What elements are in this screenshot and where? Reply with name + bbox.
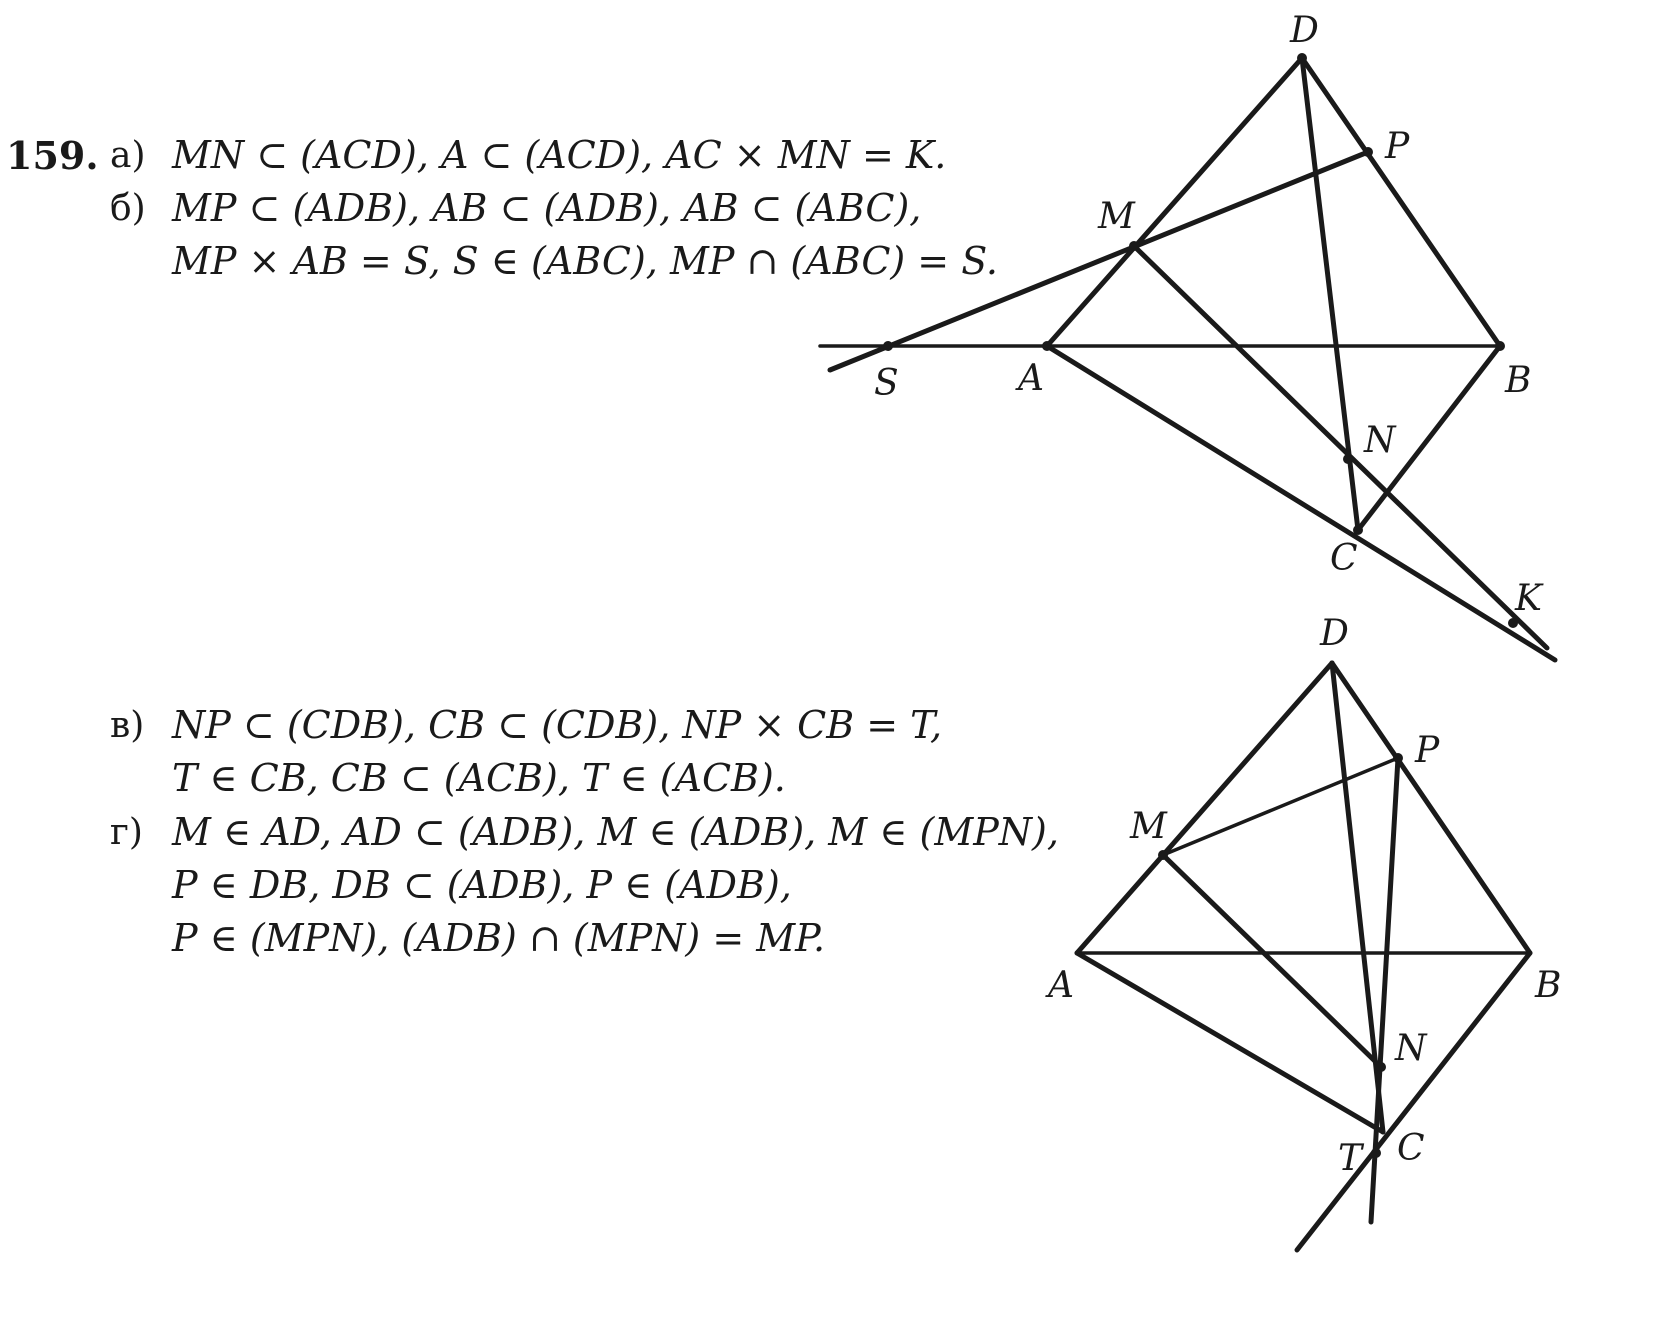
point-A bbox=[1042, 341, 1052, 351]
label-M-2: M bbox=[1129, 806, 1168, 847]
edge-DA-2 bbox=[1074, 660, 1335, 956]
part-g-line-2: P ∈ DB, DB ⊂ (ADB), P ∈ (ADB), bbox=[172, 863, 792, 907]
point-K bbox=[1508, 618, 1518, 628]
part-a-line-1: MN ⊂ (ACD), A ⊂ (ACD), AC × MN = K. bbox=[172, 133, 947, 177]
point-N bbox=[1343, 454, 1353, 464]
point-D bbox=[1297, 53, 1307, 63]
point-S bbox=[883, 341, 893, 351]
label-A: A bbox=[1015, 358, 1044, 399]
line-SP bbox=[827, 149, 1371, 373]
part-g-marker: г) bbox=[110, 812, 143, 853]
edge-DB-2 bbox=[1329, 660, 1533, 956]
label-K: K bbox=[1514, 578, 1544, 619]
label-D-2: D bbox=[1319, 613, 1349, 654]
line-MK bbox=[1131, 243, 1550, 651]
label-A-2: A bbox=[1045, 965, 1074, 1006]
part-g-line-3: P ∈ (MPN), (ADB) ∩ (MPN) = MP. bbox=[172, 916, 826, 960]
edge-AC-2 bbox=[1074, 950, 1386, 1135]
label-C: C bbox=[1330, 538, 1358, 579]
part-b-line-1: MP ⊂ (ADB), AB ⊂ (ADB), AB ⊂ (ABC), bbox=[172, 186, 922, 230]
part-v-line-2: T ∈ CB, CB ⊂ (ACB), T ∈ (ACB). bbox=[172, 756, 786, 800]
point-N-2 bbox=[1376, 1062, 1386, 1072]
point-M bbox=[1129, 241, 1139, 251]
point-T-2 bbox=[1371, 1148, 1381, 1158]
label-P-2: P bbox=[1414, 730, 1440, 771]
part-g-line-1: M ∈ AD, AD ⊂ (ADB), M ∈ (ADB), M ∈ (MPN)… bbox=[172, 810, 1059, 854]
line-BT-2 bbox=[1294, 950, 1533, 1253]
figure-1: D P M S A B N C K bbox=[818, 10, 1558, 663]
label-D: D bbox=[1289, 10, 1319, 51]
part-a-marker: а) bbox=[110, 135, 146, 176]
point-M-2 bbox=[1158, 850, 1168, 860]
edge-DB bbox=[1299, 55, 1503, 349]
part-v-marker: в) bbox=[110, 705, 145, 746]
line-AK bbox=[1044, 343, 1558, 663]
label-S: S bbox=[874, 363, 899, 404]
line-PT-2 bbox=[1368, 755, 1401, 1225]
line-MN-2 bbox=[1160, 852, 1384, 1070]
part-b-line-2: MP × AB = S, S ∈ (ABC), MP ∩ (ABC) = S. bbox=[172, 239, 998, 283]
edge-BC bbox=[1355, 343, 1503, 533]
label-T-2: T bbox=[1338, 1138, 1365, 1179]
part-v-line-1: NP ⊂ (CDB), CB ⊂ (CDB), NP × CB = T, bbox=[172, 703, 943, 747]
edge-DC bbox=[1299, 55, 1361, 533]
label-B-2: B bbox=[1534, 965, 1561, 1006]
label-P: P bbox=[1384, 126, 1410, 167]
label-N: N bbox=[1363, 420, 1397, 461]
edge-DC-2 bbox=[1329, 660, 1386, 1135]
point-B bbox=[1495, 341, 1505, 351]
label-M: M bbox=[1097, 196, 1136, 237]
point-P-2 bbox=[1393, 753, 1403, 763]
part-b-marker: б) bbox=[110, 188, 146, 229]
label-N-2: N bbox=[1394, 1028, 1428, 1069]
label-B: B bbox=[1504, 360, 1531, 401]
point-C bbox=[1353, 525, 1363, 535]
problem-number: 159. bbox=[6, 133, 99, 178]
label-C-2: C bbox=[1397, 1128, 1425, 1169]
line-MP-2 bbox=[1161, 756, 1400, 857]
figure-2: D P M A B N T C bbox=[1045, 613, 1561, 1253]
edge-DA bbox=[1044, 55, 1305, 349]
point-P bbox=[1363, 147, 1373, 157]
